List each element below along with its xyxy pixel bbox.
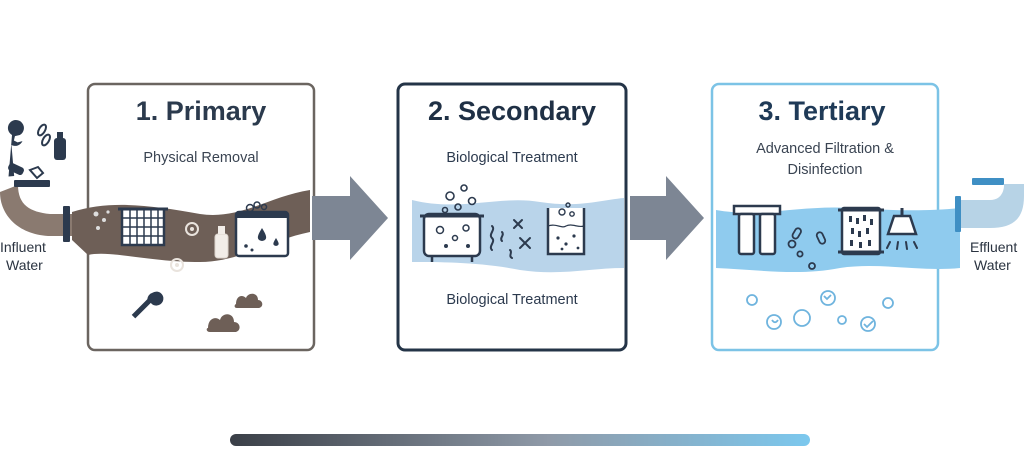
influent-pipe-flange <box>14 180 50 187</box>
influent-group: Influent Water <box>0 120 72 273</box>
effluent-label-line1: Effluent <box>970 239 1017 255</box>
clean-bubble-icon <box>746 290 894 332</box>
tertiary-subtitle-line2: Disinfection <box>788 162 863 178</box>
effluent-pipe-joint <box>955 196 961 232</box>
progress-gradient-bar <box>230 434 810 446</box>
bar-screen-icon <box>118 207 168 247</box>
influent-label-line1: Influent <box>0 239 46 255</box>
grit-icon <box>93 210 110 230</box>
secondary-title: 2. Secondary <box>428 96 596 126</box>
uv-lamp-icon <box>886 208 918 250</box>
stage-secondary: 2. Secondary Biological Treatment Biolog… <box>396 82 628 352</box>
effluent-label-line2: Water <box>974 257 1011 273</box>
tertiary-title: 3. Tertiary <box>758 96 885 126</box>
sludge-icon <box>206 293 263 332</box>
clarifier-icon <box>546 202 586 256</box>
bubbles-icon <box>441 184 477 214</box>
debris-icon <box>28 165 45 180</box>
can-icon <box>8 162 24 176</box>
pathogen-icon <box>787 227 827 270</box>
primary-title: 1. Primary <box>136 96 267 126</box>
bottle-icon <box>214 226 229 259</box>
effluent-pipe <box>960 184 1024 228</box>
influent-label-line2: Water <box>6 257 43 273</box>
wrench-icon <box>131 291 164 319</box>
tertiary-subtitle-line1: Advanced Filtration & <box>756 141 894 157</box>
wrench-icon <box>7 120 24 177</box>
bottle-icon <box>54 132 66 160</box>
filter-cartridge-icon <box>732 204 782 256</box>
chain-icon <box>37 123 51 147</box>
influent-pipe <box>0 185 72 236</box>
primary-subtitle: Physical Removal <box>143 150 258 166</box>
effluent-pipe-flange <box>972 178 1004 185</box>
membrane-filter-icon <box>838 206 884 256</box>
secondary-subtitle-top: Biological Treatment <box>446 150 577 166</box>
influent-pipe-joint <box>63 206 70 242</box>
flow-arrow-2 <box>630 176 704 260</box>
particle-icon <box>170 222 199 272</box>
flow-arrow-1 <box>312 176 388 260</box>
secondary-subtitle-bottom: Biological Treatment <box>446 292 577 308</box>
aeration-tank-icon <box>420 212 484 262</box>
stage-primary: 1. Primary Physical Removal <box>72 82 316 352</box>
effluent-group: Effluent Water <box>955 178 1024 273</box>
stage-tertiary: 3. Tertiary Advanced Filtration & Disinf… <box>710 82 960 352</box>
microbe-icon <box>489 219 531 259</box>
settling-tank-icon <box>234 201 290 258</box>
